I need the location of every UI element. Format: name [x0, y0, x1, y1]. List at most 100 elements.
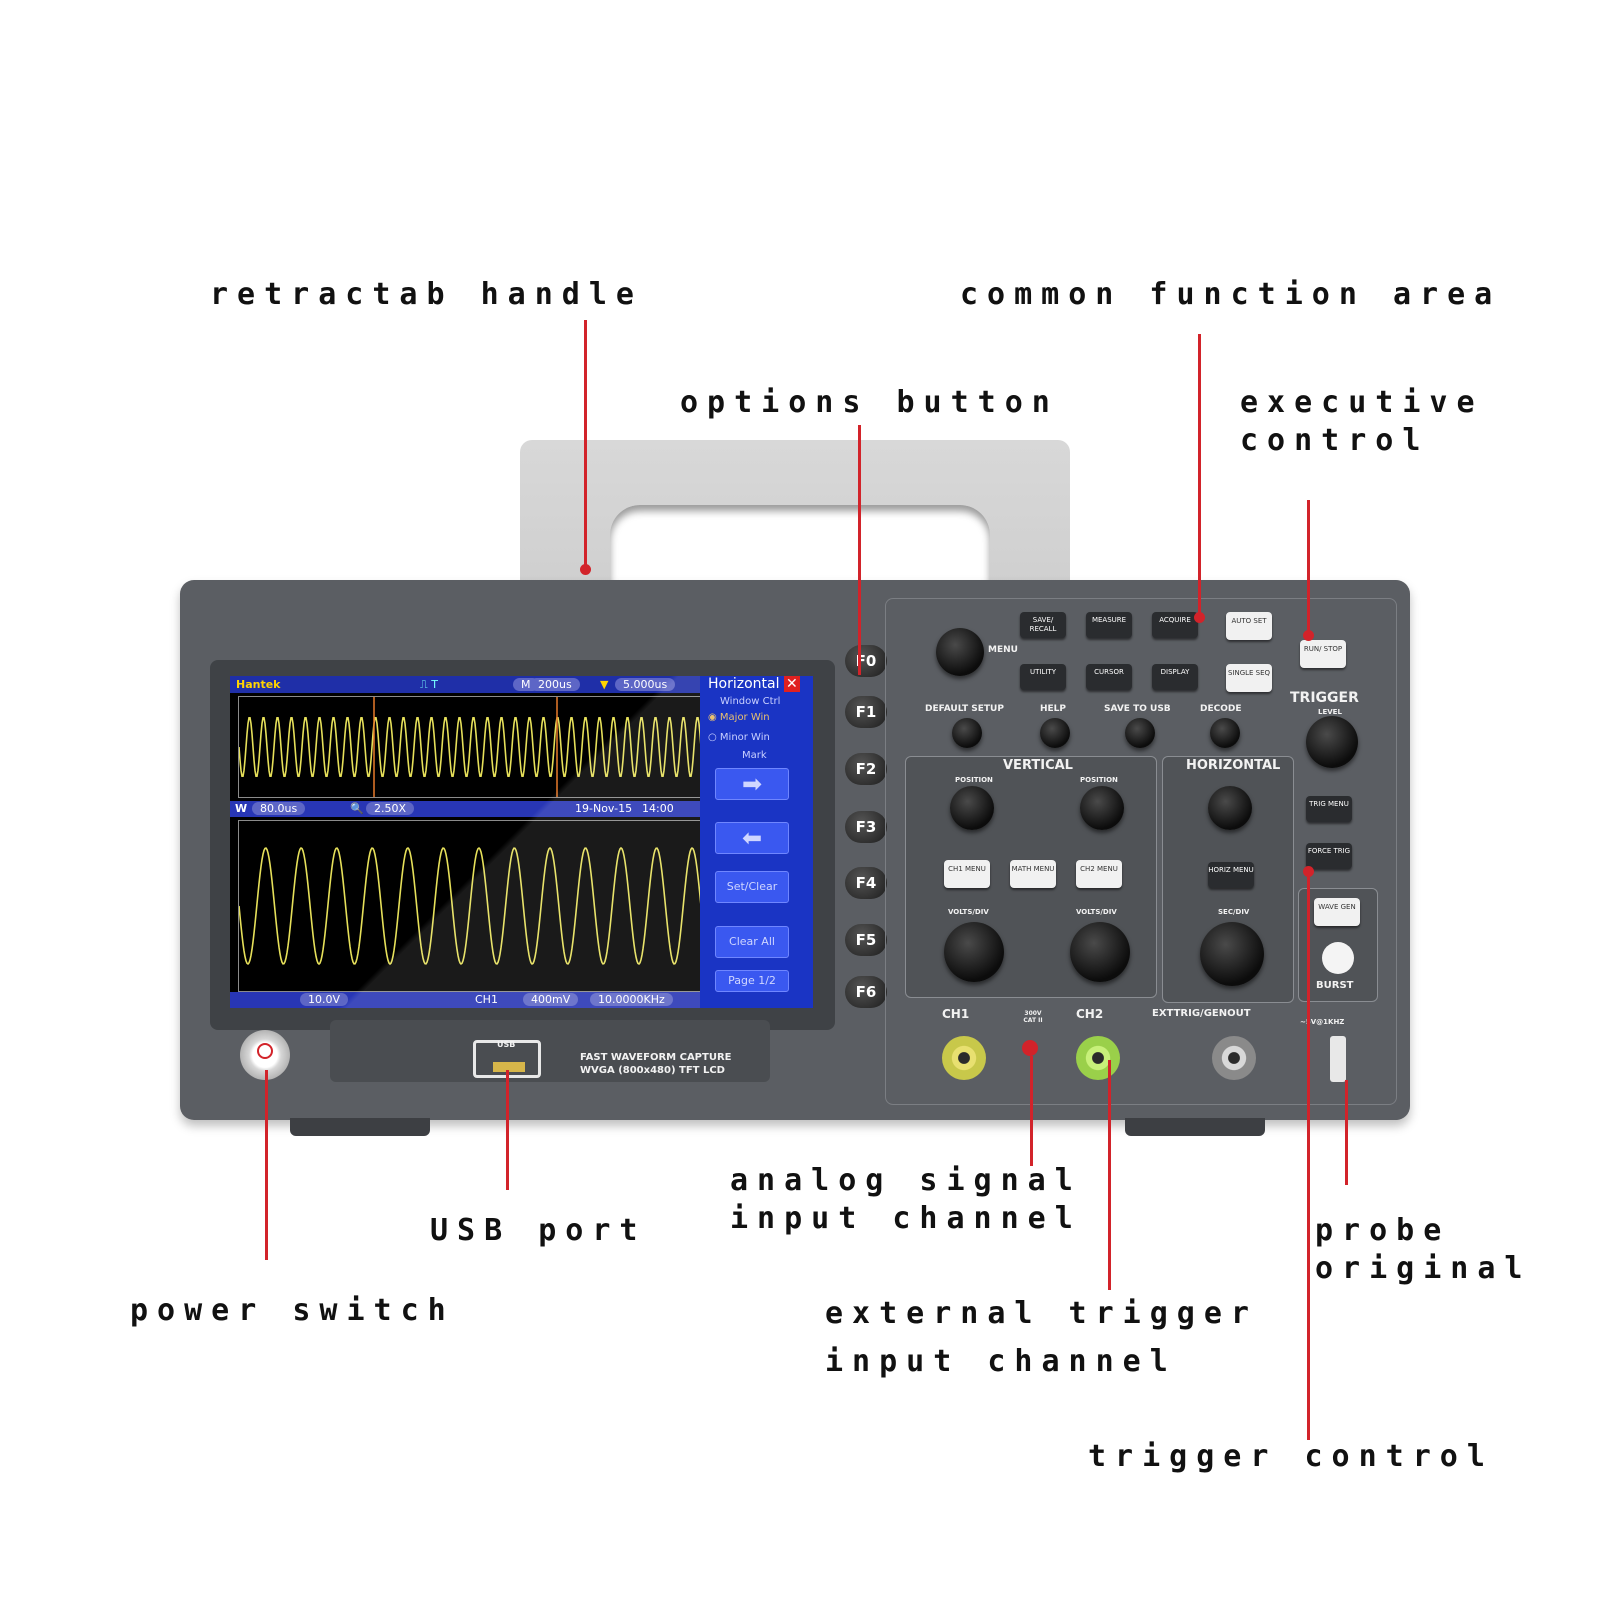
trigger-edge-icon: ⎍ T	[420, 678, 438, 691]
trigger-leader-dot	[1303, 866, 1314, 877]
horizontal-position-knob[interactable]	[1208, 786, 1252, 830]
executive-line-2: control	[1240, 422, 1430, 458]
f3-button[interactable]: F3	[845, 811, 887, 843]
minor-waveform	[238, 846, 702, 966]
save-to-usb-button[interactable]	[1125, 718, 1155, 748]
external-trigger-line-2: input channel	[825, 1344, 1177, 1379]
f6-button[interactable]: F6	[845, 976, 887, 1008]
frequency-readout: 10.0000KHz	[590, 993, 673, 1006]
ch2-menu-button[interactable]: CH2 MENU	[1076, 860, 1122, 888]
ch1-volts-readout: 10.0V	[300, 993, 349, 1006]
utility-button[interactable]: UTILITY	[1020, 664, 1066, 690]
minor-window	[238, 820, 702, 992]
f1-button[interactable]: F1	[845, 696, 887, 728]
acquire-button[interactable]: ACQUIRE	[1152, 612, 1198, 638]
f0-button[interactable]: F0	[845, 645, 887, 677]
help-button[interactable]	[1040, 718, 1070, 748]
ch2-position-knob[interactable]	[1080, 786, 1124, 830]
decode-button[interactable]	[1210, 718, 1240, 748]
ch1-bnc-input[interactable]	[942, 1036, 986, 1080]
label-executive-control: executive control	[1240, 384, 1484, 459]
auto-set-button[interactable]: AUTO SET	[1226, 612, 1272, 640]
right-foot	[1125, 1118, 1265, 1136]
executive-leader-line	[1307, 500, 1310, 636]
handle-leader-dot	[580, 564, 591, 575]
sec-div-knob[interactable]	[1200, 922, 1264, 986]
run-stop-button[interactable]: RUN/ STOP	[1300, 640, 1346, 668]
horizontal-menu: Horizontal ✕ Window Ctrl ◉ Major Win ○ M…	[700, 676, 813, 1008]
trigger-channel: CH1	[475, 993, 498, 1006]
label-options-button: options button	[680, 385, 1059, 420]
label-trigger-control: trigger control	[1088, 1439, 1494, 1474]
trigger-pos-icon: ▼	[600, 678, 609, 691]
ext-trig-bnc[interactable]	[1212, 1036, 1256, 1080]
ch2-volts-div-knob[interactable]	[1070, 922, 1130, 982]
set-clear-button[interactable]: Set/Clear	[715, 871, 789, 903]
display-button[interactable]: DISPLAY	[1152, 664, 1198, 690]
f5-button[interactable]: F5	[845, 924, 887, 956]
trigger-section-label: TRIGGER	[1290, 690, 1359, 706]
major-window	[238, 696, 702, 798]
trigger-level-readout: 400mV	[523, 993, 579, 1006]
menu-label: MENU	[988, 645, 1018, 655]
w-label: W	[235, 802, 248, 815]
power-icon	[257, 1043, 273, 1059]
ch1-label: CH1	[942, 1007, 970, 1021]
probe-leader-line	[1345, 1080, 1348, 1185]
save-to-usb-label: SAVE TO USB	[1104, 704, 1171, 714]
ch1-menu-button[interactable]: CH1 MENU	[944, 860, 990, 888]
ch2-bnc-input[interactable]	[1076, 1036, 1120, 1080]
feature-line-2: WVGA (800x480) TFT LCD	[580, 1065, 725, 1076]
external-trigger-leader	[1108, 1060, 1111, 1290]
front-strip	[330, 1020, 770, 1082]
f4-button[interactable]: F4	[845, 867, 887, 899]
minor-win-option[interactable]: ○ Minor Win	[708, 732, 770, 743]
time-readout: 14:00	[642, 802, 674, 815]
probe-line-1: probe	[1315, 1213, 1451, 1248]
mark-right-button[interactable]: ➡	[715, 768, 789, 800]
f2-button[interactable]: F2	[845, 753, 887, 785]
burst-button[interactable]	[1322, 942, 1354, 974]
options-leader-line	[858, 425, 861, 675]
default-setup-button[interactable]	[952, 718, 982, 748]
clear-all-button[interactable]: Clear All	[715, 926, 789, 958]
analog-line-2: input channel	[730, 1200, 1082, 1236]
brand-logo: Hantek	[236, 678, 281, 691]
ground-terminal[interactable]	[1022, 1040, 1038, 1056]
label-common-function-area: common function area	[960, 277, 1502, 312]
label-external-trigger: external trigger input channel	[825, 1290, 1258, 1386]
ch1-position-knob[interactable]	[950, 786, 994, 830]
single-seq-button[interactable]: SINGLE SEQ	[1226, 664, 1272, 692]
mark-label: Mark	[742, 750, 767, 761]
zoom-factor: 2.50X	[366, 802, 415, 815]
measure-button[interactable]: MEASURE	[1086, 612, 1132, 638]
vertical-label: VERTICAL	[1003, 758, 1073, 773]
exttrig-label: EXTTRIG/GENOUT	[1152, 1008, 1251, 1019]
major-win-option[interactable]: ◉ Major Win	[708, 712, 770, 723]
major-waveform	[238, 697, 702, 797]
probe-comp-terminal[interactable]	[1330, 1036, 1346, 1082]
mark-left-button[interactable]: ⬅	[715, 822, 789, 854]
label-usb-port: USB port	[430, 1213, 647, 1248]
ch2-volts-div-label: VOLTS/DIV	[1076, 908, 1117, 916]
save-recall-button[interactable]: SAVE/ RECALL	[1020, 612, 1066, 638]
v0-knob[interactable]	[936, 628, 984, 676]
zoom-status-bar: W 80.0us 🔍 2.50X 19-Nov-15 14:00	[230, 801, 700, 817]
math-menu-button[interactable]: MATH MENU	[1010, 860, 1056, 888]
ch1-volts-div-knob[interactable]	[944, 922, 1004, 982]
ch1-volts-div-label: VOLTS/DIV	[948, 908, 989, 916]
trig-menu-button[interactable]: TRIG MENU	[1306, 796, 1352, 822]
ch1-position-label: POSITION	[955, 776, 993, 784]
label-probe-original: probe original	[1315, 1212, 1532, 1287]
cursor-button[interactable]: CURSOR	[1086, 664, 1132, 690]
wave-gen-button[interactable]: WAVE GEN	[1314, 898, 1360, 926]
force-trig-button[interactable]: FORCE TRIG	[1306, 843, 1352, 869]
cat-rating-label: 300V CAT II	[1023, 1010, 1043, 1024]
usb-leader-line	[506, 1070, 509, 1190]
usb-connector	[493, 1062, 525, 1072]
common-function-leader	[1198, 334, 1201, 616]
horiz-menu-button[interactable]: HORIZ MENU	[1208, 862, 1254, 888]
label-retract-handle: retractab handle	[210, 277, 643, 312]
trigger-level-knob[interactable]	[1306, 716, 1358, 768]
page-indicator[interactable]: Page 1/2	[715, 970, 789, 992]
